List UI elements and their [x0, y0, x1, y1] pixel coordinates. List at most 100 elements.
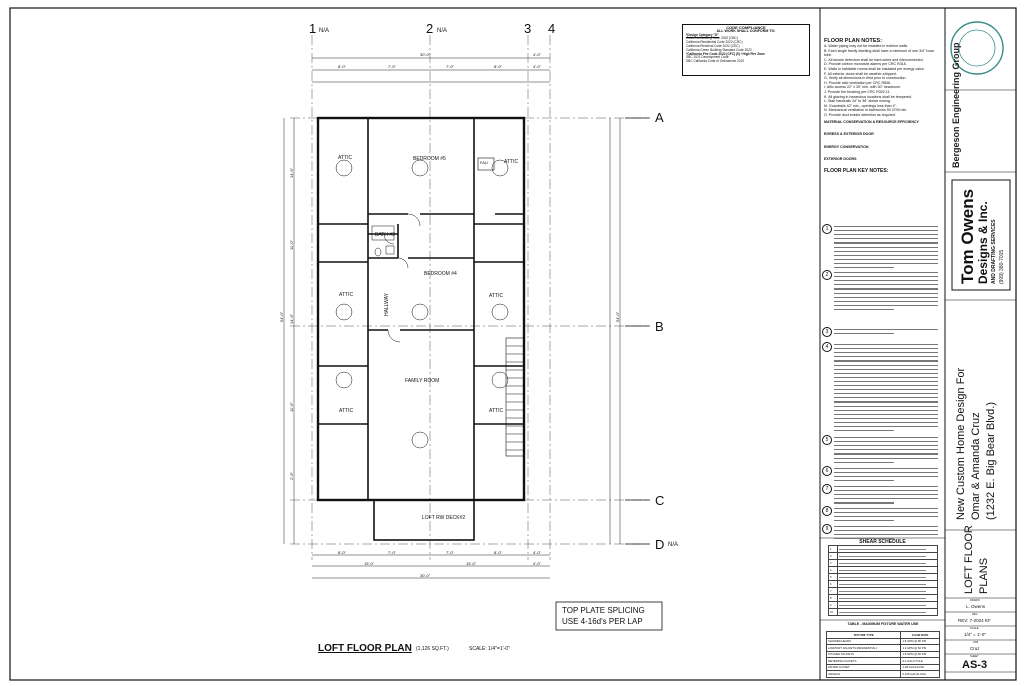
keynote-text-line	[834, 376, 938, 378]
fixture-type-cell: URINALS	[825, 670, 902, 678]
dim-left-seg: 11'-6"	[289, 402, 294, 412]
fixture-type-cell: WATER CLOSET	[825, 663, 902, 671]
dim-left-seg: 14'-6"	[289, 313, 294, 324]
plan-title: LOFT FLOOR PLAN	[318, 643, 412, 654]
shear-row-number: 9	[828, 601, 838, 609]
fixture-rate-cell: 1.2 GPM @ 60 PSI	[900, 644, 940, 652]
code-line: *California Fire Code 2022 (CFC) (9) / H…	[686, 51, 765, 56]
keynote-text-line	[834, 262, 938, 265]
shear-row-spec	[837, 566, 938, 574]
fixture-col-rate: FLOW RATE	[900, 631, 940, 639]
dim-top-seg: 8'-0"	[494, 64, 502, 69]
keynote-text-line	[834, 472, 938, 474]
keynote-text-line	[834, 480, 894, 482]
keynote-number-bubble: 6	[822, 466, 832, 476]
shear-row-spec	[837, 608, 938, 616]
shear-row-number: 10	[828, 608, 838, 616]
fixture-rate-cell: 1.8 GPM @ 60 PSI	[900, 650, 940, 658]
shear-row-spec	[837, 559, 938, 567]
shear-row: 6	[828, 580, 938, 588]
keynote-text-line	[834, 356, 938, 358]
fixture-type-cell: SHOWER HEADS	[825, 637, 902, 645]
dim-bottom-overall-b: 15'-0"	[466, 561, 477, 566]
grid-label-3: 3	[524, 21, 532, 36]
dim-bottom-right: 4'-0"	[533, 561, 541, 566]
keynote-text-line	[834, 486, 938, 488]
keynote-text-line	[834, 445, 938, 447]
exterior-head: EXTERIOR DOORS	[824, 157, 857, 162]
keynote-text-line	[834, 405, 938, 407]
dim-top-seg: 4'-0"	[533, 64, 541, 69]
shear-row-number: 1	[828, 545, 838, 553]
keynote-text-line	[834, 516, 938, 518]
room-label-family: FAMILY ROOM	[405, 378, 440, 384]
project-title-1: New Custom Home Design For	[955, 367, 967, 520]
keynote-text-line	[834, 508, 938, 510]
splice-note-line1: TOP PLATE SPLICING	[562, 606, 645, 615]
designer-phone: (909) 380-7015	[999, 249, 1005, 284]
code-line: *Design Category "D"	[686, 32, 719, 37]
note-line: N. Mechanical ventilation in bathrooms 5…	[824, 108, 908, 113]
splice-note-line2: USE 4-16d's PER LAP	[562, 617, 643, 626]
keynotes-title: FLOOR PLAN KEY NOTES:	[824, 167, 889, 174]
shear-row-number: 6	[828, 580, 838, 588]
code-line: California Building Code 2022 (CBC)	[686, 36, 738, 41]
keynote-text-line	[834, 468, 938, 470]
keynote-text-line	[834, 238, 938, 240]
keynote-text-line	[834, 364, 938, 366]
keynote-text-line	[834, 421, 938, 424]
dim-bottom-seg: 8'-0"	[338, 550, 346, 555]
keynote-text-line	[834, 226, 938, 228]
fixture-col-type: FIXTURE TYPE	[825, 631, 902, 639]
keynote-number-bubble: 9	[822, 524, 832, 534]
plan-scale: SCALE: 1/4"=1'-0"	[469, 646, 510, 652]
fixture-rate-cell: 1.8 GPM @ 80 PSI	[900, 637, 940, 645]
grid-label-1: 1	[309, 21, 317, 36]
note-line: D. Provide carbon monoxide alarms per CR…	[824, 62, 907, 67]
fixture-type-cell: METERING FAUCETS	[825, 657, 902, 665]
keynote-number-bubble: 4	[822, 342, 832, 352]
dim-left-seg: 2'-6"	[289, 472, 294, 480]
grid-label-1-sub: N/A	[319, 28, 330, 34]
note-line: J. Provide fire blocking per CRC R302.11…	[824, 89, 891, 94]
grid-label-a: A	[655, 110, 664, 125]
keynote-text-line	[834, 348, 938, 350]
keynote-text-line	[834, 409, 938, 411]
shear-row-spec	[837, 545, 938, 553]
fixture-type-cell: LAVATORY FAUCETS (RESIDENTIAL)	[825, 644, 902, 652]
keynote-text-line	[834, 292, 938, 294]
note-line: M. Guardrails 42" min., openings less th…	[824, 103, 897, 108]
room-label-attic: ATTIC	[489, 408, 504, 414]
keynote-text-line	[834, 538, 894, 540]
shear-row-number: 7	[828, 587, 838, 595]
grid-label-c: C	[655, 493, 665, 508]
shear-row: 9	[828, 601, 938, 609]
keynote-text-line	[834, 272, 938, 274]
room-label-hallway: HALLWAY	[384, 293, 390, 316]
keynote-text-line	[834, 296, 938, 298]
shear-row: 8	[828, 594, 938, 602]
room-label-bedroom4: BEDROOM #4	[424, 271, 457, 277]
room-label-fau: FAU	[480, 160, 488, 165]
shear-row-spec	[837, 573, 938, 581]
fixture-table-title: TABLE - MAXIMUM FIXTURE WATER USE	[847, 622, 919, 626]
shear-row-number: 2	[828, 552, 838, 560]
dim-bottom-seg: 8'-0"	[494, 550, 502, 555]
rev-label: REV.	[972, 613, 978, 616]
dim-right-overall: 54'-0"	[615, 311, 620, 322]
keynote-text-line	[834, 393, 938, 395]
dim-bottom-total: 30'-0"	[420, 573, 431, 578]
room-label-attic: ATTIC	[338, 155, 353, 161]
sheet-title-1: LOFT FLOOR	[963, 525, 975, 594]
fixture-type-cell: KITCHEN FAUCETS	[825, 650, 902, 658]
egress-head: EGRESS & EXTERIOR DOOR	[824, 132, 874, 137]
scale-label: SCALE	[970, 627, 979, 630]
sheet-number: AS-3	[962, 659, 988, 671]
note-line: O. Provide duct smoke detection as requi…	[824, 112, 896, 117]
plan-area: (1,126 SQ.FT.)	[416, 646, 449, 652]
keynote-text-line	[834, 437, 938, 439]
